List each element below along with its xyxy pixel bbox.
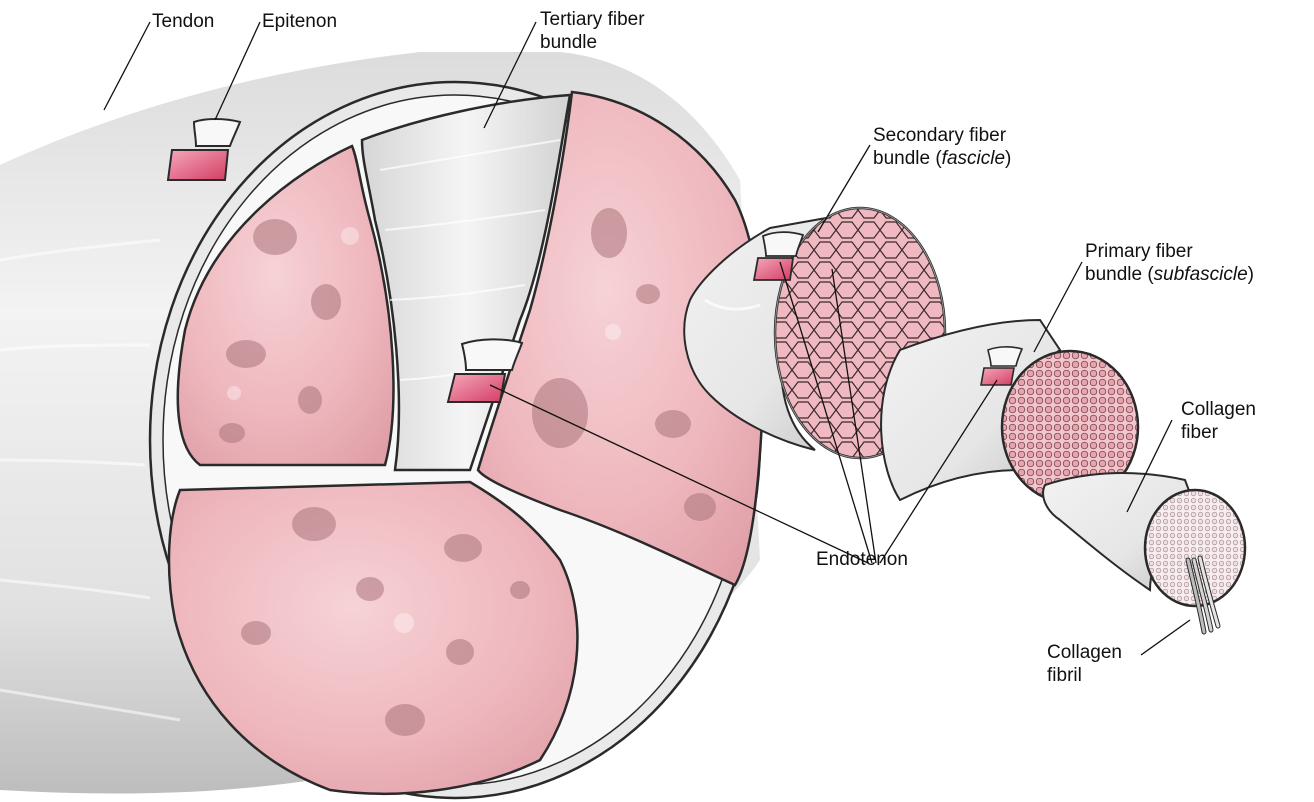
- label-primary-fiber-bundle: Primary fiber bundle (subfascicle): [1085, 240, 1254, 286]
- label-endotenon: Endotenon: [816, 548, 908, 571]
- label-secondary-fiber-bundle: Secondary fiber bundle (fascicle): [873, 124, 1011, 170]
- label-epitenon: Epitenon: [262, 10, 337, 33]
- label-collagen-fibril: Collagen fibril: [1047, 641, 1122, 687]
- endotenon-flap-primary: [988, 347, 1022, 366]
- label-tertiary-fiber-bundle: Tertiary fiber bundle: [540, 8, 645, 54]
- endotenon-flap-secondary: [763, 232, 803, 256]
- label-tendon: Tendon: [152, 10, 214, 33]
- endotenon-flap-tertiary: [462, 339, 522, 370]
- label-collagen-fiber: Collagen fiber: [1181, 398, 1256, 444]
